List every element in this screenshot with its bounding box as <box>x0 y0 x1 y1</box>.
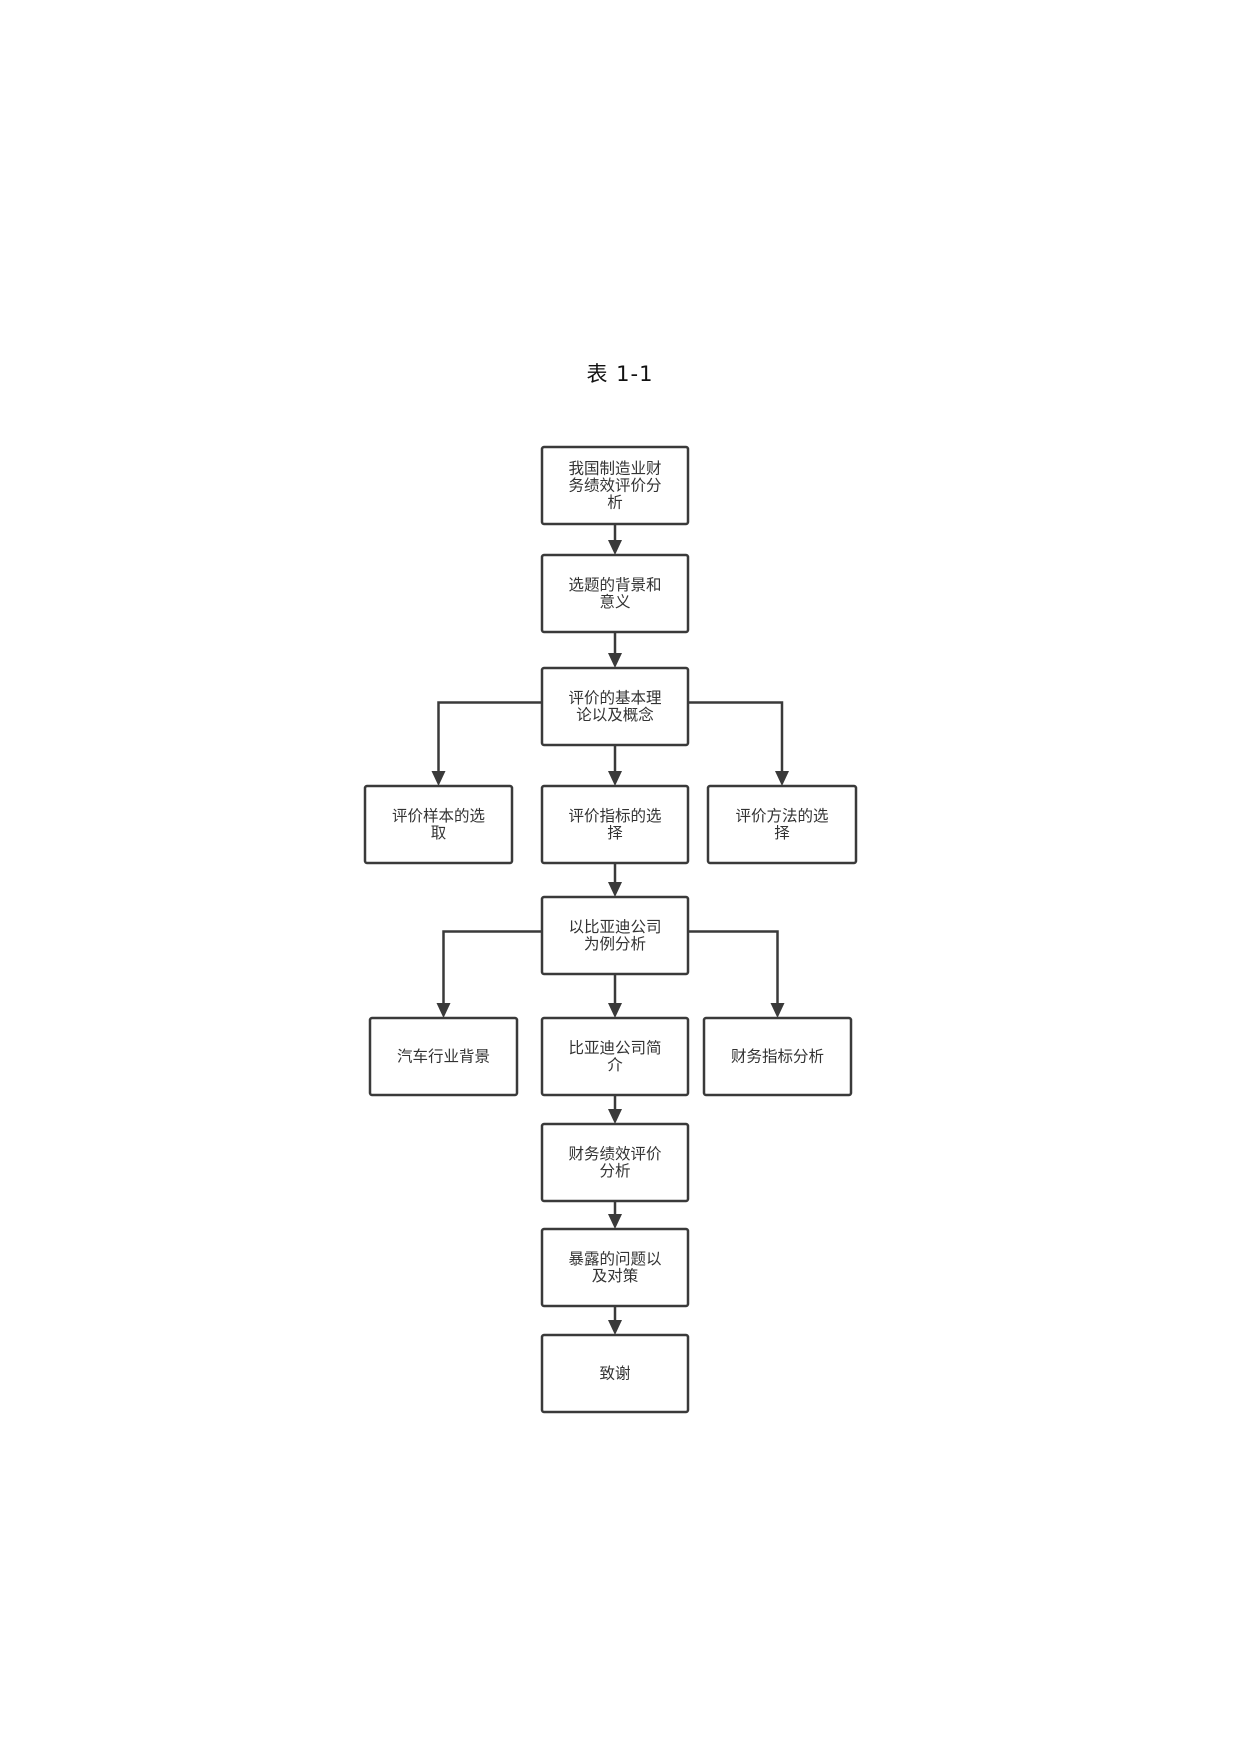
node-label: 比亚迪公司简 <box>568 1039 661 1057</box>
arrow-head <box>608 882 622 897</box>
node-label: 暴露的问题以 <box>568 1250 661 1268</box>
arrow-head <box>436 1003 451 1018</box>
flow-edge <box>608 1095 622 1124</box>
flow-edge <box>608 745 622 786</box>
arrow-head <box>608 771 622 786</box>
node-box <box>702 1016 853 1097</box>
node-label: 析 <box>607 494 623 512</box>
node-box <box>540 784 690 865</box>
node-label: 我国制造业财 <box>568 460 661 478</box>
arrow-head <box>770 1003 785 1018</box>
node-label: 评价方法的选 <box>735 807 828 825</box>
node-box <box>368 1016 519 1097</box>
arrow-head <box>431 771 446 786</box>
node-label: 汽车行业背景 <box>397 1048 490 1066</box>
flow-edge <box>688 930 785 1018</box>
node-box <box>540 445 690 526</box>
node-label: 以比亚迪公司 <box>568 918 661 936</box>
node-label: 评价样本的选 <box>392 807 485 825</box>
flow-node: 财务指标分析 <box>702 1016 853 1097</box>
node-label: 评价指标的选 <box>568 807 661 825</box>
node-label: 取 <box>431 824 447 842</box>
flow-edge <box>608 974 622 1018</box>
flow-edge <box>608 632 622 668</box>
flow-node: 致谢 <box>540 1333 690 1414</box>
edges-layer <box>431 524 789 1335</box>
node-label: 务绩效评价分 <box>568 477 661 495</box>
flow-edge <box>608 1201 622 1229</box>
node-box <box>540 666 690 747</box>
arrow-head <box>608 653 622 668</box>
arrow-head <box>608 1003 622 1018</box>
flow-edge <box>431 701 542 786</box>
node-label: 致谢 <box>599 1365 630 1383</box>
node-label: 及对策 <box>592 1267 639 1285</box>
node-box <box>540 895 690 976</box>
arrow-head <box>608 1214 622 1229</box>
node-label: 财务指标分析 <box>731 1048 824 1066</box>
node-label: 财务绩效评价 <box>568 1145 662 1163</box>
node-label: 介 <box>607 1056 623 1074</box>
node-label: 择 <box>607 824 623 842</box>
node-box <box>540 553 690 634</box>
node-label: 论以及概念 <box>576 705 654 724</box>
edge-line <box>688 930 779 1004</box>
nodes-layer: 我国制造业财务绩效评价分析选题的背景和意义评价的基本理论以及概念评价样本的选取评… <box>363 445 858 1414</box>
flow-edge <box>688 701 789 786</box>
node-box <box>540 1122 690 1203</box>
arrow-head <box>608 1320 622 1335</box>
node-box <box>540 1333 690 1414</box>
arrow-head <box>775 771 789 786</box>
node-label: 意义 <box>599 592 630 611</box>
edge-line <box>442 930 542 1004</box>
flow-edge <box>608 863 622 897</box>
flow-node: 汽车行业背景 <box>368 1016 519 1097</box>
flow-edge <box>436 930 542 1018</box>
figure-caption: 表 1-1 <box>586 362 654 386</box>
node-label: 选题的背景和 <box>568 576 661 594</box>
node-label: 择 <box>774 824 790 842</box>
node-label: 分析 <box>599 1162 630 1180</box>
arrow-head <box>608 540 622 555</box>
node-label: 为例分析 <box>584 935 646 953</box>
flow-edge <box>608 1306 622 1335</box>
node-box <box>706 784 858 865</box>
edge-line <box>437 701 542 772</box>
node-box <box>540 1227 690 1308</box>
flow-edge <box>608 524 622 555</box>
node-box <box>363 784 514 865</box>
arrow-head <box>608 1109 622 1124</box>
node-box <box>540 1016 690 1097</box>
node-label: 评价的基本理 <box>568 689 661 707</box>
edge-line <box>688 701 784 772</box>
